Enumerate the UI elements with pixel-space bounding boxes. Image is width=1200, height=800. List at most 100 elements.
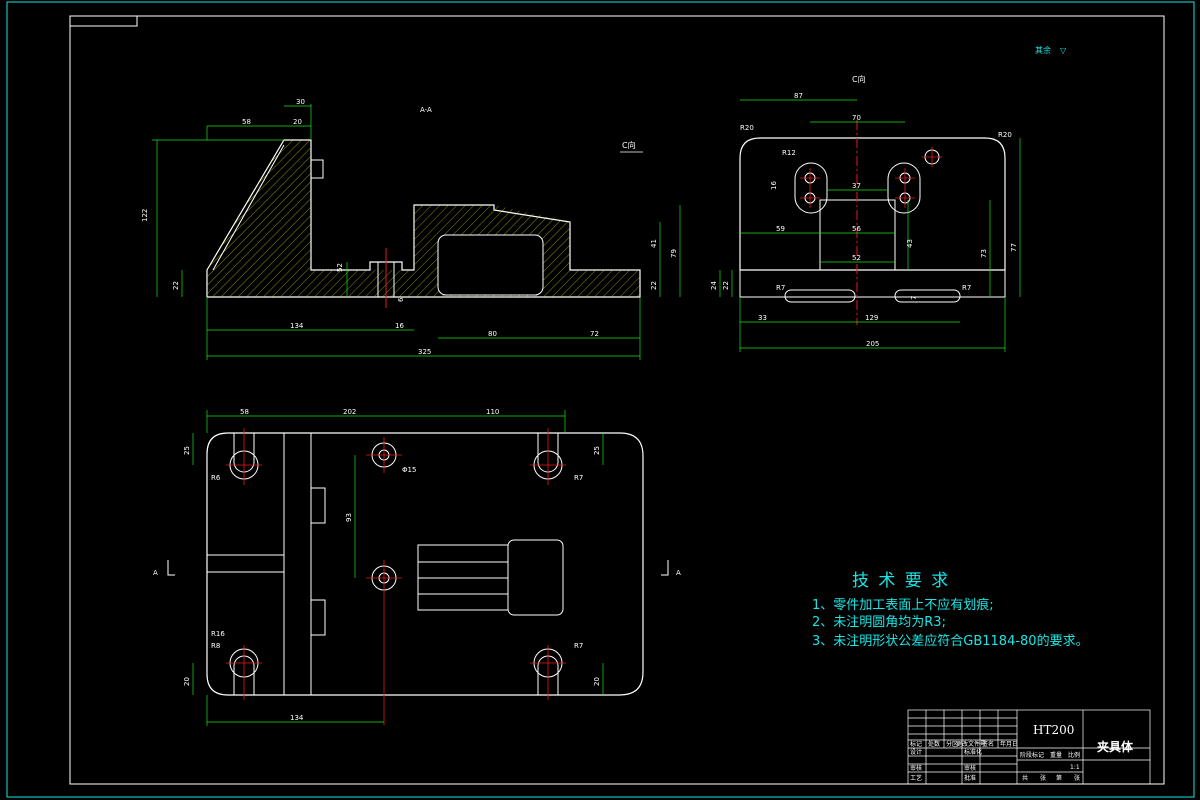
side-slot-right <box>894 289 961 303</box>
tb-sh3: 第 <box>1056 774 1062 782</box>
r12: R12 <box>782 149 796 157</box>
front-cavity <box>437 234 544 296</box>
plan-dim-25b: 25 <box>593 446 601 455</box>
side-slot-left <box>784 289 856 303</box>
tech-item-3: 3、未注明形状公差应符合GB1184-80的要求。 <box>812 633 1089 649</box>
tb-m3: 审核 <box>964 764 976 772</box>
dim-56: 56 <box>852 225 861 233</box>
plan-dim-134: 134 <box>290 714 304 722</box>
tb-h3: 分区 <box>946 740 958 748</box>
tb-r4: 工艺 <box>910 774 922 782</box>
code-box <box>69 15 138 27</box>
tb-s2: 重量 <box>1050 751 1062 759</box>
section-mark-left: A <box>153 569 158 577</box>
dim-33: 33 <box>758 314 767 322</box>
dim-7: 7 <box>910 296 918 300</box>
dim-16: 16 <box>395 322 404 330</box>
dim-6: 6 <box>397 297 405 302</box>
plan-clamp-head <box>507 539 564 616</box>
plan-boss-2 <box>310 599 326 636</box>
dim-43: 43 <box>906 239 914 248</box>
dim-59: 59 <box>776 225 785 233</box>
tb-s1: 阶段标记 <box>1020 751 1044 759</box>
tb-s3: 比例 <box>1068 751 1080 759</box>
dim-22b: 22 <box>650 281 658 290</box>
dim-30: 30 <box>296 98 305 106</box>
dim-52s: 52 <box>852 254 861 262</box>
tech-item-1: 1、零件加工表面上不应有划痕; <box>812 597 994 613</box>
tb-m1: 标准化 <box>964 748 982 756</box>
plan-r7b: R7 <box>574 642 583 650</box>
dim-70: 70 <box>852 114 861 122</box>
view-label-mid: C向 <box>622 140 636 150</box>
drawing-title: 夹具体 <box>1097 739 1134 754</box>
plan-dim-58: 58 <box>240 408 249 416</box>
r20-left: R20 <box>740 124 754 132</box>
tb-h5: 签名 <box>982 740 994 748</box>
plan-dim-93: 93 <box>345 513 353 522</box>
plan-dim-phi15: Φ15 <box>402 466 416 474</box>
plan-dim-25a: 25 <box>183 446 191 455</box>
plan-outline <box>206 432 644 696</box>
section-label: A-A <box>420 106 432 114</box>
dim-134: 134 <box>290 322 304 330</box>
dim-77: 77 <box>1010 243 1018 252</box>
dim-79: 79 <box>670 249 678 258</box>
dim-205: 205 <box>866 340 879 348</box>
plan-r16: R16 <box>211 630 225 638</box>
dim-41: 41 <box>650 239 658 248</box>
side-cam-right <box>887 162 921 214</box>
tb-sh2: 张 <box>1040 774 1046 782</box>
dim-80: 80 <box>488 330 497 338</box>
plan-dim-202: 202 <box>343 408 356 416</box>
dim-122: 122 <box>141 209 149 222</box>
dim-37: 37 <box>852 182 861 190</box>
tb-sh1: 共 <box>1022 774 1028 782</box>
dim-87: 87 <box>794 92 803 100</box>
plan-view: A A 58 202 110 25 25 93 Φ15 20 20 134 R6… <box>153 408 681 726</box>
tb-h6: 年月日 <box>1000 740 1018 748</box>
dim-16s: 16 <box>770 181 778 190</box>
tb-h1: 标记 <box>910 740 922 748</box>
sheet-border <box>6 1 1195 798</box>
tb-r1: 设计 <box>910 748 922 756</box>
tech-requirements: 技 术 要 求 1、零件加工表面上不应有划痕; 2、未注明圆角均为R3; 3、未… <box>812 571 1089 649</box>
plan-dim-20a: 20 <box>183 677 191 686</box>
dim-129: 129 <box>865 314 878 322</box>
r7-left: R7 <box>776 284 785 292</box>
plan-boss <box>310 487 326 524</box>
plan-dim-20b: 20 <box>593 677 601 686</box>
r7-right: R7 <box>962 284 971 292</box>
tech-item-2: 2、未注明圆角均为R3; <box>812 615 946 630</box>
tb-sh4: 张 <box>1074 774 1080 782</box>
dim-73: 73 <box>980 249 988 258</box>
tb-scale: 1:1 <box>1070 764 1080 771</box>
front-view: 30 58 20 122 52 22 6 41 79 22 134 16 80 … <box>141 98 681 360</box>
tb-h2: 处数 <box>928 740 940 748</box>
plan-r6: R6 <box>211 474 221 482</box>
dim-52: 52 <box>336 263 344 272</box>
dim-24: 24 <box>710 281 718 290</box>
dim-20: 20 <box>293 118 302 126</box>
material-label: HT200 <box>1033 723 1074 737</box>
view-label-top: C向 <box>852 74 866 84</box>
r20-right: R20 <box>998 131 1012 139</box>
surface-symbol: ▽ <box>1060 46 1067 55</box>
plan-dim-110: 110 <box>486 408 499 416</box>
plan-web <box>283 432 312 696</box>
tb-m4: 批准 <box>964 774 976 782</box>
tb-r3: 审核 <box>910 764 922 772</box>
tb-h4: 更改文件号 <box>956 740 986 748</box>
front-rib <box>212 144 285 271</box>
tech-heading: 技 术 要 求 <box>852 571 950 591</box>
side-view: C向 <box>710 74 1021 352</box>
side-cam-left <box>794 162 828 214</box>
title-block <box>907 709 1151 785</box>
dim-22a: 22 <box>172 281 180 290</box>
section-mark-right: A <box>676 569 681 577</box>
plan-r7a: R7 <box>574 474 583 482</box>
dim-58: 58 <box>242 118 251 126</box>
plan-r8: R8 <box>211 642 220 650</box>
front-hatch-base <box>207 140 640 297</box>
